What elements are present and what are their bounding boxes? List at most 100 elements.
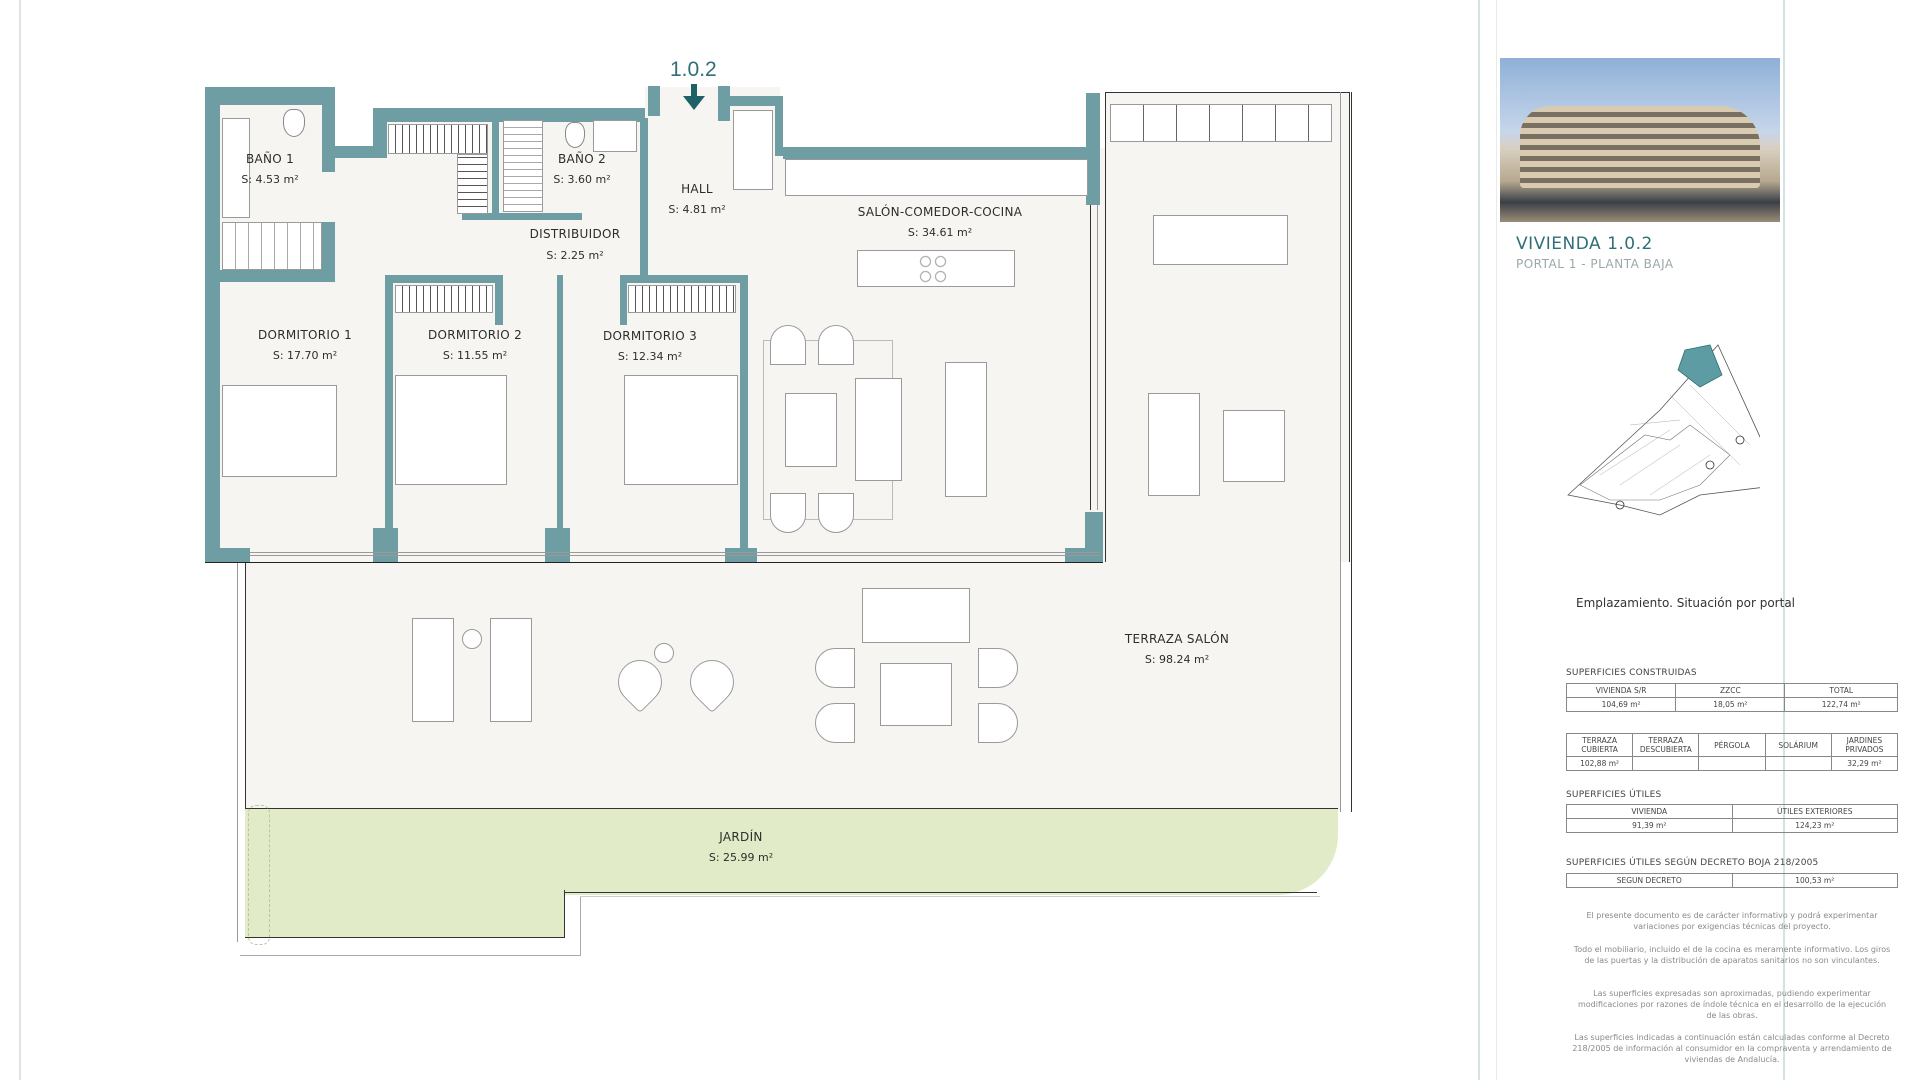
wall-bano1-lower-right bbox=[322, 222, 335, 282]
outdoor-chair-4 bbox=[978, 703, 1018, 743]
cell-header: VIVIENDA bbox=[1566, 804, 1733, 819]
bano1-shower bbox=[222, 222, 322, 270]
room-area-dorm2: S: 11.55 m² bbox=[442, 349, 508, 362]
terrace-dining-table bbox=[1153, 215, 1288, 265]
disclaimer-2: Todo el mobiliario, incluido el de la co… bbox=[1573, 945, 1891, 965]
room-area-distribuidor: S: 2.25 m² bbox=[546, 249, 604, 262]
wall-kitchen-right bbox=[1086, 93, 1100, 205]
salon-glass-wall bbox=[1090, 205, 1098, 510]
wall-right-pillar bbox=[1085, 512, 1103, 562]
building-shape bbox=[1520, 106, 1760, 188]
wall-bano2-bottom bbox=[462, 213, 582, 220]
panel-edge bbox=[1783, 0, 1785, 1080]
outdoor-chair-1 bbox=[815, 648, 855, 688]
kitchen-counter bbox=[785, 159, 1088, 196]
cell-header: VIVIENDA S/R bbox=[1565, 683, 1677, 698]
room-area-dorm1: S: 17.70 m² bbox=[272, 349, 338, 362]
bano2-shower bbox=[503, 120, 543, 212]
room-area-jardin: S: 25.99 m² bbox=[708, 851, 774, 864]
terrace-sofa bbox=[1148, 393, 1200, 496]
garden-bottom-line bbox=[565, 892, 1317, 893]
wall-mid-left bbox=[373, 108, 387, 158]
cell-header: SEGUN DECRETO bbox=[1566, 873, 1733, 888]
hall-storage bbox=[733, 110, 773, 190]
cell-header: TOTAL bbox=[1784, 683, 1898, 698]
wall-dorm3-top bbox=[620, 275, 748, 283]
facade-line bbox=[205, 562, 1103, 563]
room-area-bano2: S: 3.60 m² bbox=[553, 173, 611, 186]
cell-header: TERRAZA CUBIERTA bbox=[1565, 733, 1634, 757]
site-plan-map bbox=[1560, 325, 1783, 525]
wall-dorm2-top bbox=[385, 275, 495, 283]
wall-bano1-bottom bbox=[205, 270, 335, 282]
side-table-2 bbox=[654, 643, 674, 663]
cell-header: TERRAZA DESCUBIERTA bbox=[1632, 733, 1700, 757]
cooktop-icon bbox=[918, 254, 948, 284]
wall-bottom-left bbox=[205, 548, 250, 562]
cell-header: PÉRGOLA bbox=[1698, 733, 1766, 757]
wall-dorm2-left bbox=[385, 275, 393, 560]
decreto-heading: SUPERFICIES ÚTILES SEGÚN DECRETO BOJA 21… bbox=[1566, 858, 1819, 868]
wall-hall-top-right bbox=[718, 96, 775, 106]
room-area-terraza: S: 98.24 m² bbox=[1144, 653, 1210, 666]
wall-outer-left bbox=[205, 87, 220, 562]
decreto-table: SEGUN DECRETO 100,53 m² bbox=[1566, 873, 1898, 888]
cell-value: 91,39 m² bbox=[1566, 818, 1733, 833]
outdoor-chair-2 bbox=[815, 703, 855, 743]
room-label-distribuidor: DISTRIBUIDOR bbox=[529, 227, 621, 241]
cell-value: 100,53 m² bbox=[1731, 873, 1898, 888]
armchair-3 bbox=[770, 493, 806, 533]
room-label-bano1: BAÑO 1 bbox=[245, 152, 295, 166]
room-area-bano1: S: 4.53 m² bbox=[241, 173, 299, 186]
garden-outer-line bbox=[240, 955, 580, 956]
wall-dorm2-closet-right bbox=[495, 275, 503, 325]
wall-kitchen-top bbox=[783, 147, 1098, 159]
terrace-pergola bbox=[1110, 104, 1332, 142]
room-area-salon: S: 34.61 m² bbox=[907, 226, 973, 239]
wall-bano2-right bbox=[640, 118, 648, 278]
closet-L bbox=[388, 124, 488, 154]
cell-header: SOLÁRIUM bbox=[1764, 733, 1832, 757]
building-photo bbox=[1500, 58, 1780, 222]
wall-closet-bano2 bbox=[492, 118, 499, 218]
room-label-salon: SALÓN-COMEDOR-COCINA bbox=[857, 205, 1023, 219]
wall-bottom-pillar-2 bbox=[373, 528, 398, 562]
cell-header: ZZCC bbox=[1675, 683, 1786, 698]
construidas-heading: SUPERFICIES CONSTRUIDAS bbox=[1566, 668, 1697, 678]
lounger-1 bbox=[412, 618, 454, 722]
room-label-dorm2: DORMITORIO 2 bbox=[427, 328, 523, 342]
hedge bbox=[248, 805, 270, 945]
wall-bottom-pillar-3 bbox=[545, 528, 570, 562]
wall-step bbox=[322, 146, 387, 158]
construidas-table-1: VIVIENDA S/R ZZCC TOTAL 104,69 m² 18,05 … bbox=[1565, 683, 1898, 712]
disclaimer-1: El presente documento es de carácter inf… bbox=[1586, 911, 1878, 931]
cell-value: 104,69 m² bbox=[1565, 697, 1677, 712]
room-area-dorm3: S: 12.34 m² bbox=[617, 350, 683, 363]
panel-divider-right bbox=[1496, 0, 1497, 1080]
construidas-table-2: TERRAZA CUBIERTA TERRAZA DESCUBIERTA PÉR… bbox=[1565, 733, 1899, 771]
cell-header: JARDINES PRIVADOS bbox=[1830, 733, 1899, 757]
armchair-1 bbox=[770, 325, 806, 365]
left-frame-line bbox=[19, 0, 21, 1080]
dorm3-bed bbox=[624, 375, 738, 485]
cell-value bbox=[1764, 756, 1832, 771]
closet-L-vertical bbox=[457, 154, 488, 214]
room-label-terraza: TERRAZA SALÓN bbox=[1124, 632, 1230, 646]
room-label-bano2: BAÑO 2 bbox=[557, 152, 607, 166]
wall-bano1-right bbox=[322, 87, 335, 172]
outdoor-chair-3 bbox=[978, 648, 1018, 688]
dorm2-bed bbox=[395, 375, 507, 485]
panel-divider-left bbox=[1478, 0, 1480, 1080]
wall-dorm3-right bbox=[740, 275, 748, 560]
side-table-1 bbox=[462, 629, 482, 649]
unit-subtitle: PORTAL 1 - PLANTA BAJA bbox=[1516, 257, 1674, 271]
unit-number-label: 1.0.2 bbox=[670, 58, 717, 81]
dorm2-closet bbox=[395, 285, 493, 313]
terrace-outline bbox=[1105, 92, 1350, 562]
armchair-2 bbox=[818, 325, 854, 365]
wall-bano1-top bbox=[205, 87, 335, 105]
coffee-table bbox=[785, 393, 837, 467]
bano2-toilet-icon bbox=[565, 122, 585, 148]
utiles-heading: SUPERFICIES ÚTILES bbox=[1566, 790, 1662, 800]
room-label-hall: HALL bbox=[681, 182, 713, 196]
